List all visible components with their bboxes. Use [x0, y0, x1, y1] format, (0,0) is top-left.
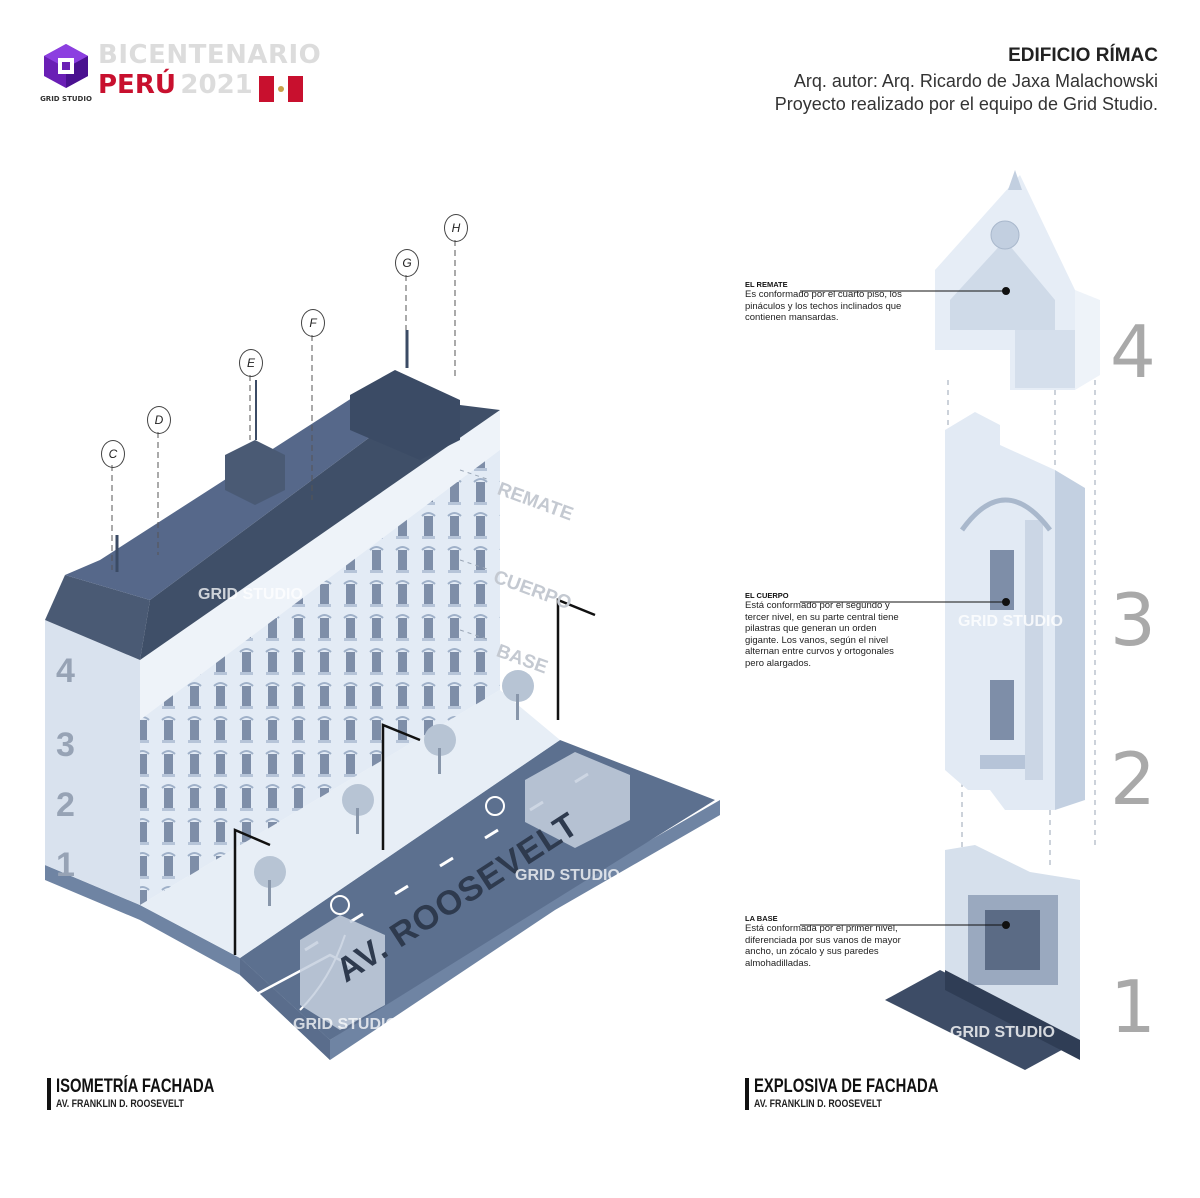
facade-long-side	[140, 430, 500, 905]
facade-short-side	[45, 620, 140, 905]
explode-guides	[947, 380, 1096, 870]
explode-level-3: 3	[1110, 578, 1156, 662]
callout-title: EL CUERPO	[745, 591, 789, 600]
base-slab-front	[240, 958, 330, 1060]
callout-text: Está conformada por el primer nivel, dif…	[745, 923, 901, 969]
iso-level-2: 2	[56, 786, 75, 824]
callout-base: LA BASE Está conformada por el primer ni…	[745, 914, 907, 969]
logo-label: GRID STUDIO	[40, 95, 92, 103]
watermark: GRID STUDIO	[950, 1024, 1055, 1041]
axis-label: D	[147, 406, 171, 434]
watermark: GRID STUDIO	[515, 867, 620, 884]
explode-level-4: 4	[1110, 310, 1156, 394]
roof-main	[140, 400, 500, 660]
iso-level-3: 3	[56, 726, 75, 764]
street-trees	[254, 670, 534, 906]
callout-remate: EL REMATE Es conformado por el cuarto pi…	[745, 280, 907, 324]
footer-left-bar	[47, 1078, 51, 1110]
year-text: 2021	[180, 70, 253, 100]
remate-piece	[935, 170, 1100, 390]
peru-text: PERÚ	[98, 70, 176, 100]
author-line: Arq. autor: Arq. Ricardo de Jaxa Malacho…	[793, 71, 1158, 91]
explode-level-1: 1	[1110, 965, 1156, 1049]
watermark: GRID STUDIO	[198, 586, 303, 603]
bicentenario-text: BICENTENARIO	[98, 40, 322, 70]
title-block: EDIFICIO RÍMAC Arq. autor: Arq. Ricardo …	[698, 45, 1158, 116]
tower-center	[225, 440, 285, 505]
roof-gable	[45, 575, 150, 660]
footer-right-title: EXPLOSIVA DE FACHADA	[754, 1076, 939, 1097]
grid-studio-logo: GRID STUDIO	[40, 42, 92, 103]
axis-label: H	[444, 214, 468, 242]
peru-flag-icon	[259, 75, 304, 102]
callout-title: LA BASE	[745, 914, 778, 923]
cuerpo-piece	[945, 412, 1085, 810]
vehicle-volumes	[300, 752, 630, 1030]
footer-right-bar	[745, 1078, 749, 1110]
footer-right-sub: AV. FRANKLIN D. ROOSEVELT	[754, 1098, 882, 1110]
callout-text: Es conformado por el cuarto piso, los pi…	[745, 289, 902, 324]
zone-lines	[459, 469, 491, 641]
tower-right	[350, 370, 460, 460]
callout-pointers	[800, 287, 1010, 929]
callout-text: Está conformado por el segundo y tercer …	[745, 600, 899, 669]
watermark: GRID STUDIO	[293, 1016, 398, 1033]
axis-lines	[111, 240, 456, 570]
iso-level-4: 4	[56, 652, 75, 690]
explode-level-2: 2	[1110, 737, 1156, 821]
page-title: EDIFICIO RÍMAC	[1008, 45, 1158, 66]
footer-left-title: ISOMETRÍA FACHADA	[56, 1076, 215, 1097]
callout-title: EL REMATE	[745, 280, 788, 289]
lamp-posts	[233, 598, 596, 955]
facade-cornice	[140, 410, 500, 720]
credit-line: Proyecto realizado por el equipo de Grid…	[774, 94, 1158, 114]
axis-label: E	[239, 349, 263, 377]
footer-left-sub: AV. FRANKLIN D. ROOSEVELT	[56, 1098, 184, 1110]
watermark: GRID STUDIO	[958, 613, 1063, 630]
base-piece	[885, 845, 1080, 1070]
sidewalk	[140, 690, 560, 958]
axis-label: F	[301, 309, 325, 337]
axis-label: G	[395, 249, 419, 277]
peru-line: PERÚ 2021	[98, 70, 304, 102]
axis-label: C	[101, 440, 125, 468]
iso-level-1: 1	[56, 846, 75, 884]
callout-cuerpo: EL CUERPO Está conformado por el segundo…	[745, 591, 907, 670]
base-slab-side	[45, 800, 720, 1060]
grid-studio-logo-icon	[44, 44, 88, 88]
